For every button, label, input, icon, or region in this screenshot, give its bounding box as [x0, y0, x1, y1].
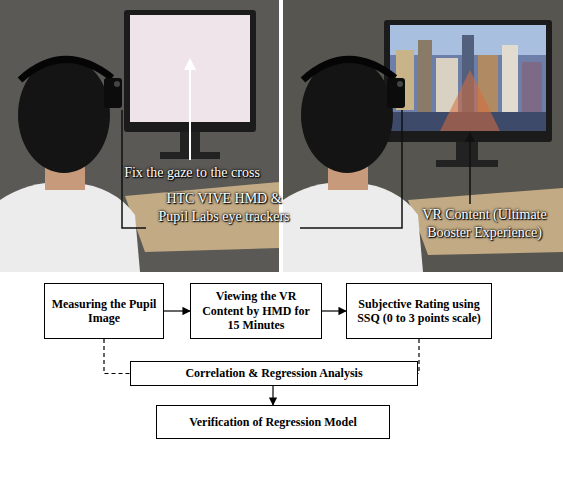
leader-line — [469, 140, 471, 204]
photo-ground — [0, 0, 563, 272]
city-scene — [390, 25, 546, 131]
leader-line — [300, 110, 402, 228]
process-box: Viewing the VR Content by HMD for 15 Min… — [190, 283, 322, 339]
arrow-connector — [164, 310, 190, 311]
arrow-connector — [322, 310, 346, 311]
hmd-strap — [20, 59, 112, 80]
hmd-device — [387, 78, 405, 108]
building — [522, 62, 542, 117]
desk — [408, 188, 563, 255]
dashed-connector — [418, 339, 419, 374]
box-label: Measuring the Pupil Image — [45, 297, 163, 326]
leader-arrowhead — [465, 132, 475, 142]
process-box: Measuring the Pupil Image — [44, 283, 164, 339]
room-wall — [283, 0, 563, 272]
person-shirt — [0, 182, 140, 272]
arrow-connector — [272, 386, 273, 405]
process-box: Subjective Rating using SSQ (0 to 3 poin… — [346, 283, 492, 339]
hmd-device — [104, 78, 122, 108]
eye-tracker — [114, 81, 120, 87]
box-label: Verification of Regression Model — [184, 415, 362, 429]
hmd-strap — [303, 59, 395, 80]
room-wall — [0, 0, 279, 272]
gaze-arrow — [189, 66, 191, 160]
booster-trail — [440, 70, 500, 131]
photo-annotation: HTC VIVE HMD & Pupil Labs eye trackers — [150, 190, 298, 225]
building — [418, 40, 432, 120]
box-label: Viewing the VR Content by HMD for 15 Min… — [191, 289, 321, 332]
process-box: Correlation & Regression Analysis — [130, 361, 418, 386]
monitor-stand — [436, 160, 498, 167]
eye-tracker — [397, 81, 403, 87]
process-box: Verification of Regression Model — [156, 405, 390, 439]
dashed-connector — [104, 339, 130, 374]
photo-annotation: Fix the gaze to the cross — [98, 164, 286, 182]
panel-divider — [279, 0, 283, 272]
monitor-stand — [456, 142, 478, 162]
gaze-arrowhead — [184, 58, 196, 70]
box-label: Correlation & Regression Analysis — [180, 366, 367, 380]
box-label: Subjective Rating using SSQ (0 to 3 poin… — [347, 297, 491, 326]
building — [502, 45, 518, 120]
monitor-screen — [390, 25, 546, 131]
monitor-bezel — [384, 20, 552, 142]
photo-annotation: VR Content (Ultimate Booster Experience) — [412, 206, 557, 241]
